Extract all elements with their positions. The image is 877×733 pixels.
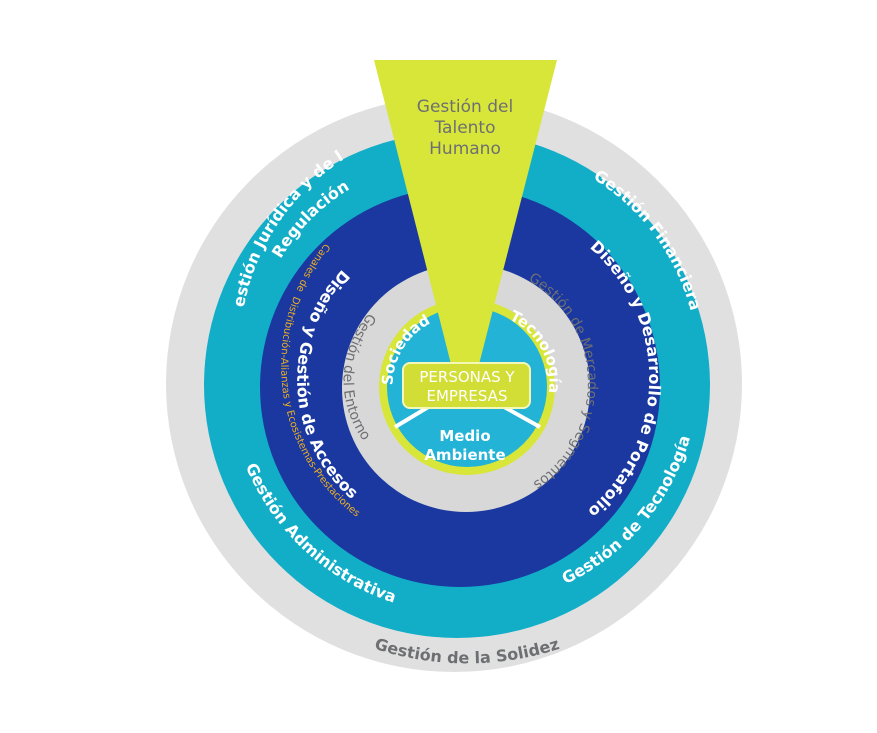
center-box	[402, 362, 531, 409]
center-label-line2: EMPRESAS	[427, 387, 508, 405]
center-label-line1: PERSONAS Y	[419, 368, 515, 386]
wedge-label-line1: Gestión del	[417, 97, 513, 117]
medio-label: Medio	[439, 427, 490, 445]
ambiente-label: Ambiente	[424, 446, 505, 464]
wedge-label-line3: Humano	[429, 139, 501, 159]
wedge-label-line2: Talento	[433, 118, 495, 138]
talento-wedge	[374, 60, 557, 380]
